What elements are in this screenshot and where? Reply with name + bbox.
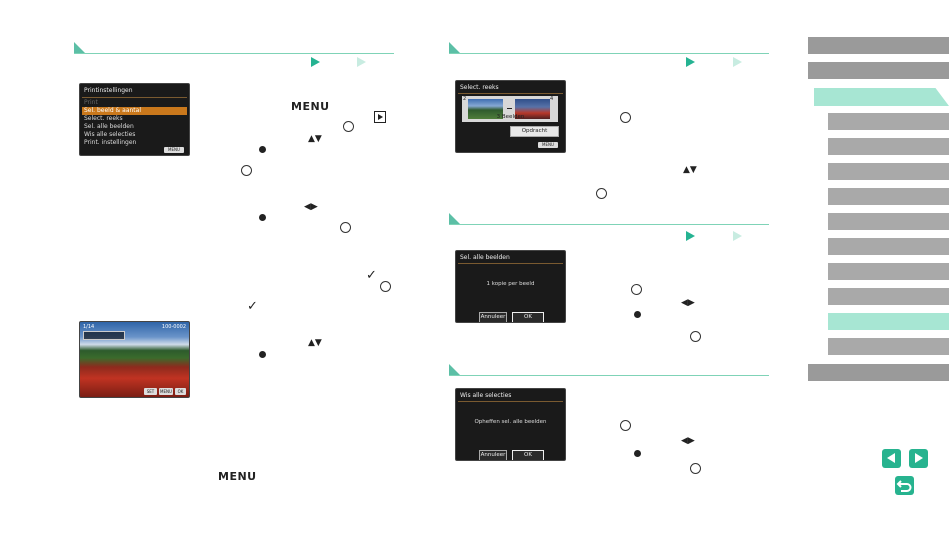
movie-mode-icon bbox=[686, 231, 695, 241]
func-set-icon bbox=[380, 281, 391, 292]
arrow-right-icon bbox=[915, 453, 923, 463]
dialog-message: 1 kopie per beeld bbox=[486, 281, 535, 287]
screen-title: Sel. alle beelden bbox=[460, 254, 510, 261]
ok-button[interactable]: OK bbox=[175, 388, 186, 395]
nav-subtab-3[interactable] bbox=[828, 163, 949, 180]
print-settings-screen: Printinstellingen Print Sel. beeld & aan… bbox=[79, 83, 190, 156]
movie-mode-icon bbox=[686, 57, 695, 67]
section-header-select-all bbox=[449, 213, 769, 225]
ok-button[interactable]: OK bbox=[512, 450, 544, 460]
menu-item-clear-all[interactable]: Wis alle selecties bbox=[84, 131, 136, 138]
nav-subtab-8[interactable] bbox=[828, 288, 949, 305]
range-end-number: 4 bbox=[550, 96, 554, 102]
menu-item-print[interactable]: Print bbox=[84, 99, 98, 106]
nav-subtab-current[interactable] bbox=[828, 313, 949, 330]
still-mode-icon bbox=[357, 57, 366, 67]
nav-subtab-7[interactable] bbox=[828, 263, 949, 280]
up-down-keys-icon: ▲▼ bbox=[308, 338, 322, 348]
return-icon bbox=[896, 480, 912, 492]
menu-item-select-all[interactable]: Sel. alle beelden bbox=[84, 123, 134, 130]
func-set-icon bbox=[690, 331, 701, 342]
menu-button-label: MENU bbox=[218, 470, 257, 483]
checkmark-icon: ✓ bbox=[247, 299, 258, 314]
dialog-message: Opheffen sel. alle beelden bbox=[474, 419, 547, 425]
nav-subtab-1[interactable] bbox=[828, 113, 949, 130]
control-dial-icon bbox=[259, 214, 266, 221]
menu-button[interactable]: MENU bbox=[159, 388, 173, 395]
print-quantity-box[interactable] bbox=[83, 331, 125, 340]
control-dial-icon bbox=[259, 146, 266, 153]
nav-tab-2[interactable] bbox=[808, 62, 949, 79]
screen-title: Wis alle selecties bbox=[460, 392, 512, 399]
menu-button-label: MENU bbox=[291, 100, 330, 113]
nav-tab-active-chapter[interactable] bbox=[814, 88, 949, 106]
ok-button[interactable]: OK bbox=[512, 312, 544, 322]
image-select-screen: 1/14 100-0002 SET MENU OK bbox=[79, 321, 190, 398]
menu-item-select-range[interactable]: Select. reeks bbox=[84, 115, 123, 122]
func-set-icon bbox=[620, 420, 631, 431]
still-mode-icon bbox=[733, 231, 742, 241]
file-number: 100-0002 bbox=[161, 324, 186, 330]
screen-title: Printinstellingen bbox=[84, 87, 133, 94]
menu-back-button[interactable]: MENU bbox=[538, 142, 558, 148]
left-right-keys-icon: ◀▶ bbox=[681, 298, 695, 308]
return-button[interactable] bbox=[895, 476, 914, 495]
playback-icon bbox=[374, 111, 386, 123]
control-dial-icon bbox=[259, 351, 266, 358]
nav-subtab-4[interactable] bbox=[828, 188, 949, 205]
up-down-keys-icon: ▲▼ bbox=[683, 165, 697, 175]
next-page-button[interactable] bbox=[909, 449, 928, 468]
control-dial-icon bbox=[634, 450, 641, 457]
nav-subtab-9[interactable] bbox=[828, 338, 949, 355]
bottom-button-bar: SET MENU OK bbox=[144, 388, 188, 395]
checkmark-icon: ✓ bbox=[366, 268, 377, 283]
menu-item-select-image[interactable]: Sel. beeld & aantal bbox=[82, 107, 187, 115]
nav-subtab-6[interactable] bbox=[828, 238, 949, 255]
range-start-number: 2 bbox=[463, 96, 467, 102]
screen-title: Select. reeks bbox=[460, 84, 499, 91]
section-header-left bbox=[74, 42, 394, 54]
still-mode-icon bbox=[733, 57, 742, 67]
set-button[interactable]: SET bbox=[144, 388, 157, 395]
range-start-thumb[interactable] bbox=[468, 99, 503, 119]
section-marker-icon bbox=[74, 42, 85, 53]
image-counter: 1/14 bbox=[83, 324, 95, 330]
func-set-icon bbox=[690, 463, 701, 474]
cancel-button[interactable]: Annuleer bbox=[479, 312, 507, 322]
up-down-keys-icon: ▲▼ bbox=[308, 134, 322, 144]
previous-page-button[interactable] bbox=[882, 449, 901, 468]
func-set-icon bbox=[241, 165, 252, 176]
section-marker-icon bbox=[449, 213, 460, 224]
confirm-button[interactable]: Opdracht bbox=[510, 126, 559, 137]
func-set-icon bbox=[340, 222, 351, 233]
arrow-left-icon bbox=[887, 453, 895, 463]
image-count: 3 Beelden bbox=[496, 114, 525, 120]
func-set-icon bbox=[343, 121, 354, 132]
range-dash bbox=[507, 108, 512, 109]
cancel-button[interactable]: Annuleer bbox=[479, 450, 507, 460]
section-header-clear-all bbox=[449, 364, 769, 376]
func-set-icon bbox=[620, 112, 631, 123]
nav-subtab-5[interactable] bbox=[828, 213, 949, 230]
nav-tab-1[interactable] bbox=[808, 37, 949, 54]
left-right-keys-icon: ◀▶ bbox=[304, 202, 318, 212]
menu-item-print-settings[interactable]: Print. instellingen bbox=[84, 139, 137, 146]
func-set-icon bbox=[631, 284, 642, 295]
section-header-select-range bbox=[449, 42, 769, 54]
menu-back-button[interactable]: MENU bbox=[164, 147, 184, 153]
control-dial-icon bbox=[634, 311, 641, 318]
left-right-keys-icon: ◀▶ bbox=[681, 436, 695, 446]
nav-subtab-2[interactable] bbox=[828, 138, 949, 155]
select-all-screen: Sel. alle beelden 1 kopie per beeld Annu… bbox=[455, 250, 566, 323]
nav-tab-index[interactable] bbox=[808, 364, 949, 381]
func-set-icon bbox=[596, 188, 607, 199]
movie-mode-icon bbox=[311, 57, 320, 67]
select-range-screen: Select. reeks 2 4 3 Beelden Opdracht MEN… bbox=[455, 80, 566, 153]
clear-all-screen: Wis alle selecties Opheffen sel. alle be… bbox=[455, 388, 566, 461]
section-marker-icon bbox=[449, 42, 460, 53]
section-marker-icon bbox=[449, 364, 460, 375]
range-end-thumb[interactable] bbox=[515, 99, 550, 119]
